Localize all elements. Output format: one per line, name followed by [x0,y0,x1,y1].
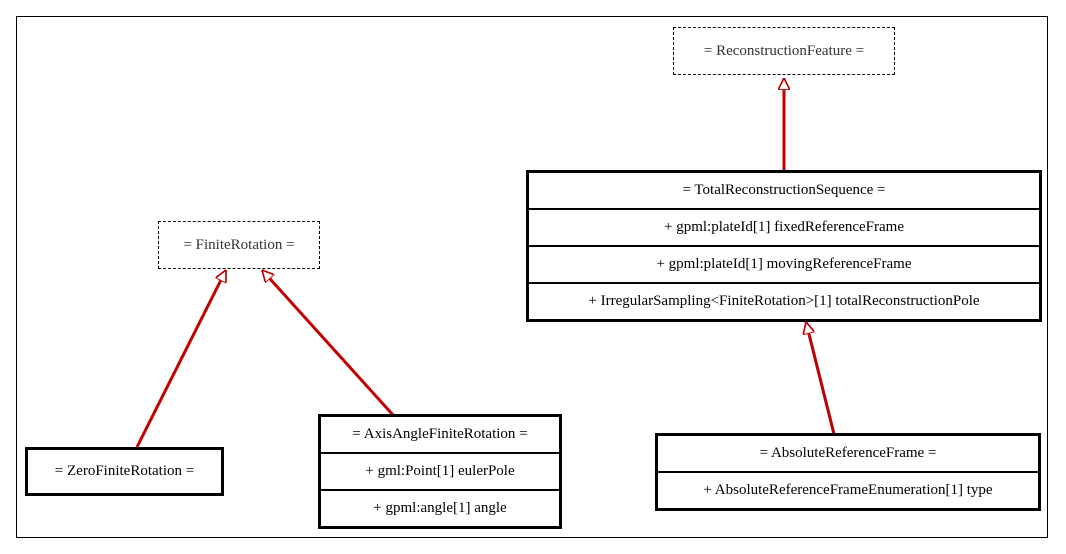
attribute-euler-pole: + gml:Point[1] eulerPole [321,452,559,489]
edge-zero-to-finite-rotation [135,270,228,448]
diagram-frame [16,16,1048,538]
class-total-reconstruction-sequence: = TotalReconstructionSequence = + gpml:p… [526,170,1042,322]
attribute-angle: + gpml:angle[1] angle [321,489,559,526]
edge-axis-angle-to-finite-rotation [262,270,395,417]
class-title: = TotalReconstructionSequence = [682,182,886,198]
attribute-moving-reference-frame: + gpml:plateId[1] movingReferenceFrame [529,245,1039,282]
class-axis-angle-finite-rotation: = AxisAngleFiniteRotation = + gml:Point[… [318,414,562,529]
edge-arf-to-trs [806,322,836,435]
class-title: = AxisAngleFiniteRotation = [352,426,528,442]
class-finite-rotation: = FiniteRotation = [158,221,320,269]
attribute-total-reconstruction-pole: + IrregularSampling<FiniteRotation>[1] t… [529,282,1039,319]
class-absolute-reference-frame: = AbsoluteReferenceFrame = + AbsoluteRef… [655,433,1041,511]
class-reconstruction-feature: = ReconstructionFeature = [673,27,895,75]
attribute-fixed-reference-frame: + gpml:plateId[1] fixedReferenceFrame [529,208,1039,245]
class-title: = AbsoluteReferenceFrame = [759,445,937,461]
attribute-type: + AbsoluteReferenceFrameEnumeration[1] t… [658,471,1038,508]
class-zero-finite-rotation: = ZeroFiniteRotation = [25,447,224,496]
class-title: = ZeroFiniteRotation = [54,463,195,479]
